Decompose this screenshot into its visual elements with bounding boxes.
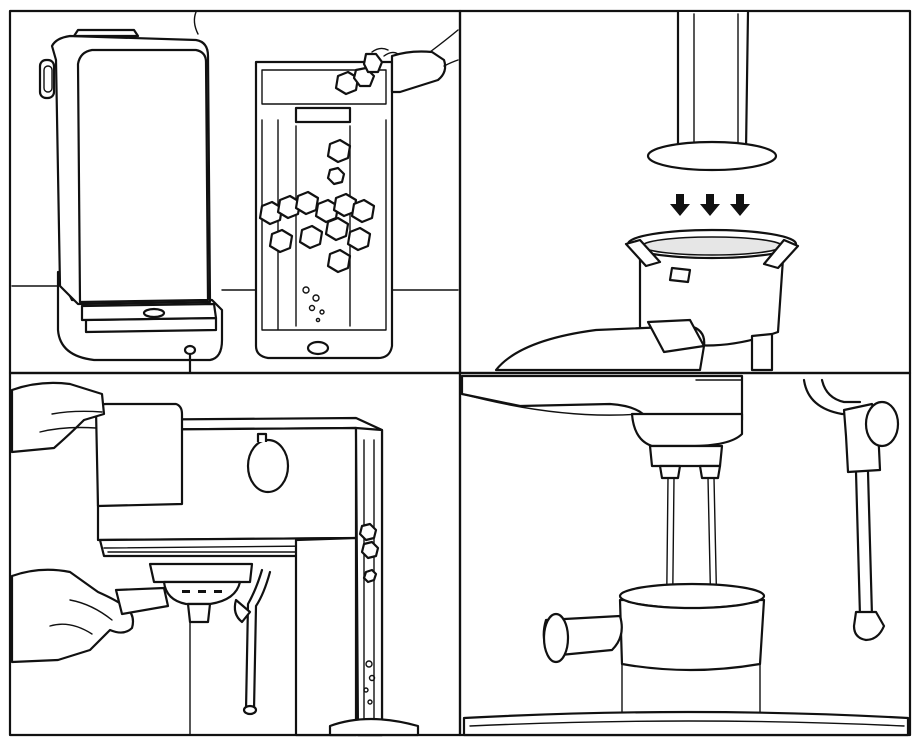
head-edge (461, 379, 743, 416)
portafilter-handle (114, 586, 170, 616)
steam-wand (244, 568, 264, 712)
portafilter-neck (646, 318, 706, 354)
cord-plug (183, 344, 197, 356)
tray-button (142, 307, 166, 319)
drip-cup-rim (328, 717, 420, 737)
portafilter-inner (641, 236, 783, 256)
steam-wand-outer (252, 570, 272, 712)
down-arrow-icon (700, 194, 720, 216)
water-level-window (363, 439, 375, 731)
steam-wand-arm-inner (820, 378, 862, 404)
selector-dial (246, 438, 290, 494)
portafilter-spout (750, 332, 774, 372)
steam-tip (852, 610, 886, 642)
machine-column (294, 536, 358, 737)
portafilter-ear-right (762, 238, 800, 270)
wall-curve (193, 11, 199, 35)
group-head (148, 562, 254, 584)
down-arrow-icon (730, 194, 750, 216)
tamper-handle-shade (693, 13, 739, 151)
window-ice (358, 522, 380, 584)
steam-knob (233, 598, 252, 624)
panel-brew-espresso (458, 371, 912, 737)
hand-bottom (10, 568, 135, 664)
portafilter-ear-left (624, 238, 662, 268)
drip-tray-edge (469, 720, 905, 727)
spout-body (648, 444, 724, 468)
water-bubbles (302, 286, 325, 323)
machine-column (621, 663, 761, 713)
portafilter-slots (182, 590, 222, 593)
steam-pipe (854, 470, 874, 618)
espresso-cup (618, 598, 766, 672)
steam-tip (242, 704, 258, 716)
ice-cubes (258, 52, 384, 274)
panel-insert-portafilter (8, 371, 462, 737)
pouring-hand (390, 50, 447, 94)
portafilter-slot (668, 266, 692, 284)
group-head (630, 412, 744, 448)
espresso-cup-liquid (627, 601, 759, 609)
panel-fill-water-tank (8, 9, 462, 375)
hand-top (10, 381, 106, 454)
hand-bottom-fingers (49, 599, 113, 635)
top-tank (94, 402, 184, 508)
machine-front (76, 48, 210, 304)
tank-rim (261, 69, 387, 105)
drip-tray (462, 710, 910, 737)
tamper-base (646, 140, 778, 172)
portafilter-spout (186, 602, 212, 624)
hand-top-fingers (39, 410, 103, 433)
down-arrows (670, 194, 750, 216)
hand-fingers (371, 47, 399, 57)
spout-nozzles (658, 464, 722, 480)
steam-knob (864, 400, 900, 448)
tank-valve (306, 340, 330, 356)
brew-head-ring (103, 545, 317, 553)
side-knob-inner (43, 65, 53, 93)
steam-wand-arm (802, 378, 862, 416)
tank-handle (294, 106, 352, 124)
selector-dial-pointer (256, 432, 268, 442)
panel-tamp-coffee-into-filter (458, 9, 912, 375)
window-bubbles (363, 660, 376, 705)
machine-lower-left (189, 555, 297, 736)
tank-inner-walls (261, 119, 387, 331)
cup-handle-end (542, 612, 570, 664)
down-arrow-icon (670, 194, 690, 216)
machine-top-lip (72, 28, 140, 38)
hand-arm (429, 29, 459, 67)
portafilter-handle (494, 324, 706, 372)
